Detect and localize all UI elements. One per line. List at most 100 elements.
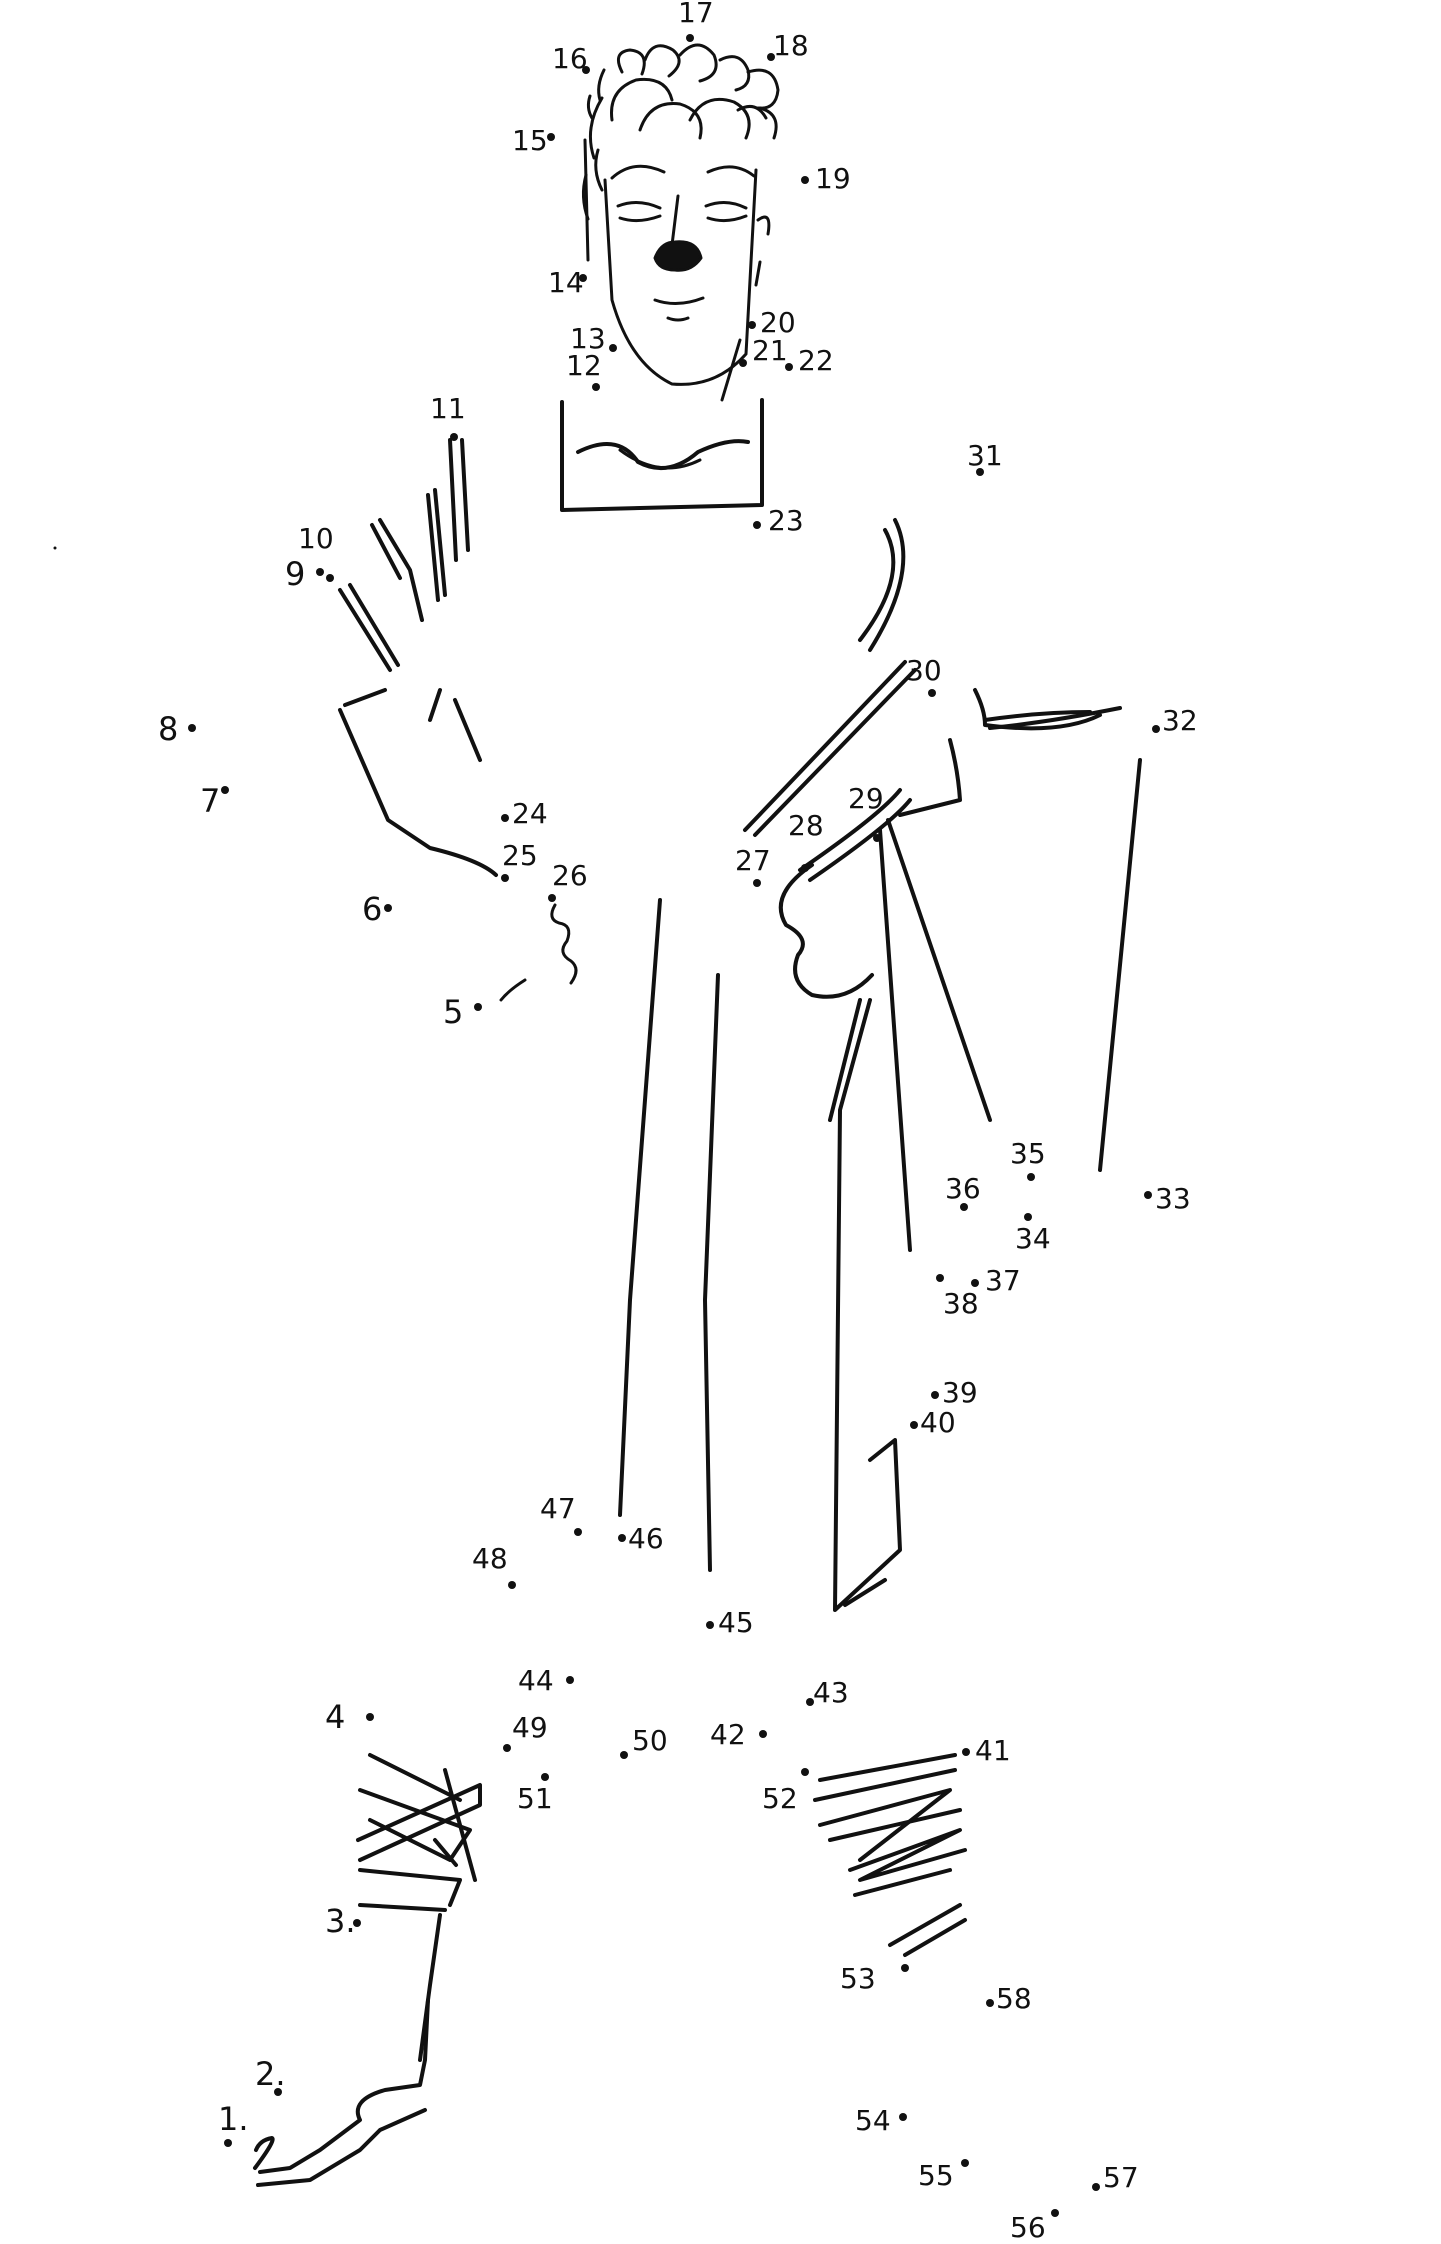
dot-number-label: 55	[918, 2159, 954, 2192]
dot-number-label: 46	[628, 1522, 664, 1555]
dot-marker	[1051, 2209, 1059, 2217]
dot-number-label: 23	[768, 504, 804, 537]
dot-marker	[541, 1773, 549, 1781]
dot-number-label: 54	[855, 2104, 891, 2137]
dot-number-label: 4	[325, 1698, 345, 1736]
dot-24: 24	[501, 797, 548, 830]
dot-14: 14	[548, 266, 587, 299]
dot-48: 48	[472, 1542, 516, 1589]
dot-20: 20	[748, 306, 796, 339]
dot-30: 30	[906, 654, 942, 697]
dot-marker	[801, 176, 809, 184]
dot-marker	[686, 34, 694, 42]
dot-7: 7	[200, 782, 229, 820]
dot-number-label: 7	[200, 782, 220, 820]
dot-1: 1.	[218, 2100, 249, 2147]
dot-marker	[961, 2159, 969, 2167]
dot-3: 3.	[325, 1902, 361, 1940]
dot-50: 50	[620, 1724, 668, 1759]
head-face	[583, 138, 771, 402]
dot-marker	[753, 879, 761, 887]
dot-number-label: 1.	[218, 2100, 249, 2138]
dot-marker	[1027, 1173, 1035, 1181]
dot-marker	[971, 1279, 979, 1287]
dot-marker	[582, 66, 590, 74]
dot-number-label: 27	[735, 844, 771, 877]
right-leg-wraps	[813, 1753, 967, 1957]
dot-number-label: 12	[566, 349, 602, 382]
dot-marker	[579, 274, 587, 282]
dot-marker	[566, 1676, 574, 1684]
dot-number-label: 31	[967, 439, 1003, 472]
dot-marker	[366, 1713, 374, 1721]
dot-55: 55	[918, 2159, 969, 2192]
dot-number-label: 24	[512, 797, 548, 830]
dot-marker	[748, 321, 756, 329]
dot-number-label: 50	[632, 1724, 668, 1757]
dot-marker	[936, 1274, 944, 1282]
dot-number-label: 21	[752, 334, 788, 367]
dot-49: 49	[503, 1711, 548, 1752]
dot-marker	[592, 383, 600, 391]
dot-33: 33	[1144, 1182, 1191, 1215]
dot-number-label: 51	[517, 1782, 553, 1815]
dot-number-label: 2.	[255, 2055, 286, 2093]
dot-marker	[901, 1964, 909, 1972]
dot-number-label: 48	[472, 1542, 508, 1575]
dot-marker	[224, 2139, 232, 2147]
dot-number-label: 58	[996, 1982, 1032, 2015]
dot-marker	[547, 133, 555, 141]
dot-40: 40	[910, 1406, 956, 1439]
dot-marker	[548, 894, 556, 902]
dot-57: 57	[1092, 2161, 1139, 2194]
dot-number-label: 37	[985, 1264, 1021, 1297]
dot-26: 26	[548, 859, 588, 902]
dot-marker	[873, 834, 881, 842]
dot-marker	[574, 1528, 582, 1536]
dot-marker	[986, 1999, 994, 2007]
dot-marker	[501, 874, 509, 882]
dot-marker	[384, 904, 392, 912]
dot-number-label: 39	[942, 1376, 978, 1409]
dot-32: 32	[1152, 704, 1198, 737]
dot-marker	[960, 1203, 968, 1211]
dot-number-label: 57	[1103, 2161, 1139, 2194]
dot-23: 23	[753, 504, 804, 537]
dot-number-label: 56	[1010, 2211, 1046, 2244]
dot-marker	[976, 468, 984, 476]
dot-16: 16	[552, 42, 590, 75]
dot-number-label: 41	[975, 1734, 1011, 1767]
robe-drape	[743, 518, 917, 1122]
dot-22: 22	[785, 344, 834, 377]
dot-number-label: 20	[760, 306, 796, 339]
dot-number-label: 11	[430, 392, 466, 425]
dot-18: 18	[767, 29, 809, 62]
dot-marker	[326, 574, 334, 582]
dot-marker	[910, 1421, 918, 1429]
dot-marker	[785, 363, 793, 371]
dot-42: 42	[710, 1718, 767, 1751]
dot-marker	[316, 568, 324, 576]
dot-28: 28	[788, 809, 824, 872]
dot-19: 19	[801, 162, 851, 195]
dot-38: 38	[936, 1274, 979, 1320]
hand-scallops	[499, 903, 578, 1002]
dot-number-label: 34	[1015, 1222, 1051, 1255]
dot-37: 37	[971, 1264, 1021, 1297]
dot-marker	[450, 433, 458, 441]
dot-marker	[706, 1621, 714, 1629]
dot-15: 15	[512, 124, 555, 157]
dot-number-label: 6	[362, 890, 382, 928]
dot-4: 4	[325, 1698, 374, 1736]
dot-marker	[609, 344, 617, 352]
dot-9: 9	[285, 555, 324, 593]
dot-number-label: 47	[540, 1492, 576, 1525]
dot-marker	[353, 1919, 361, 1927]
robe-front	[618, 898, 720, 1572]
dot-number-label: 33	[1155, 1182, 1191, 1215]
dot-marker	[503, 1744, 511, 1752]
dot-marker	[806, 1698, 814, 1706]
dot-47: 47	[540, 1492, 582, 1536]
dot-number-label: 43	[813, 1676, 849, 1709]
dot-marker	[801, 1768, 809, 1776]
